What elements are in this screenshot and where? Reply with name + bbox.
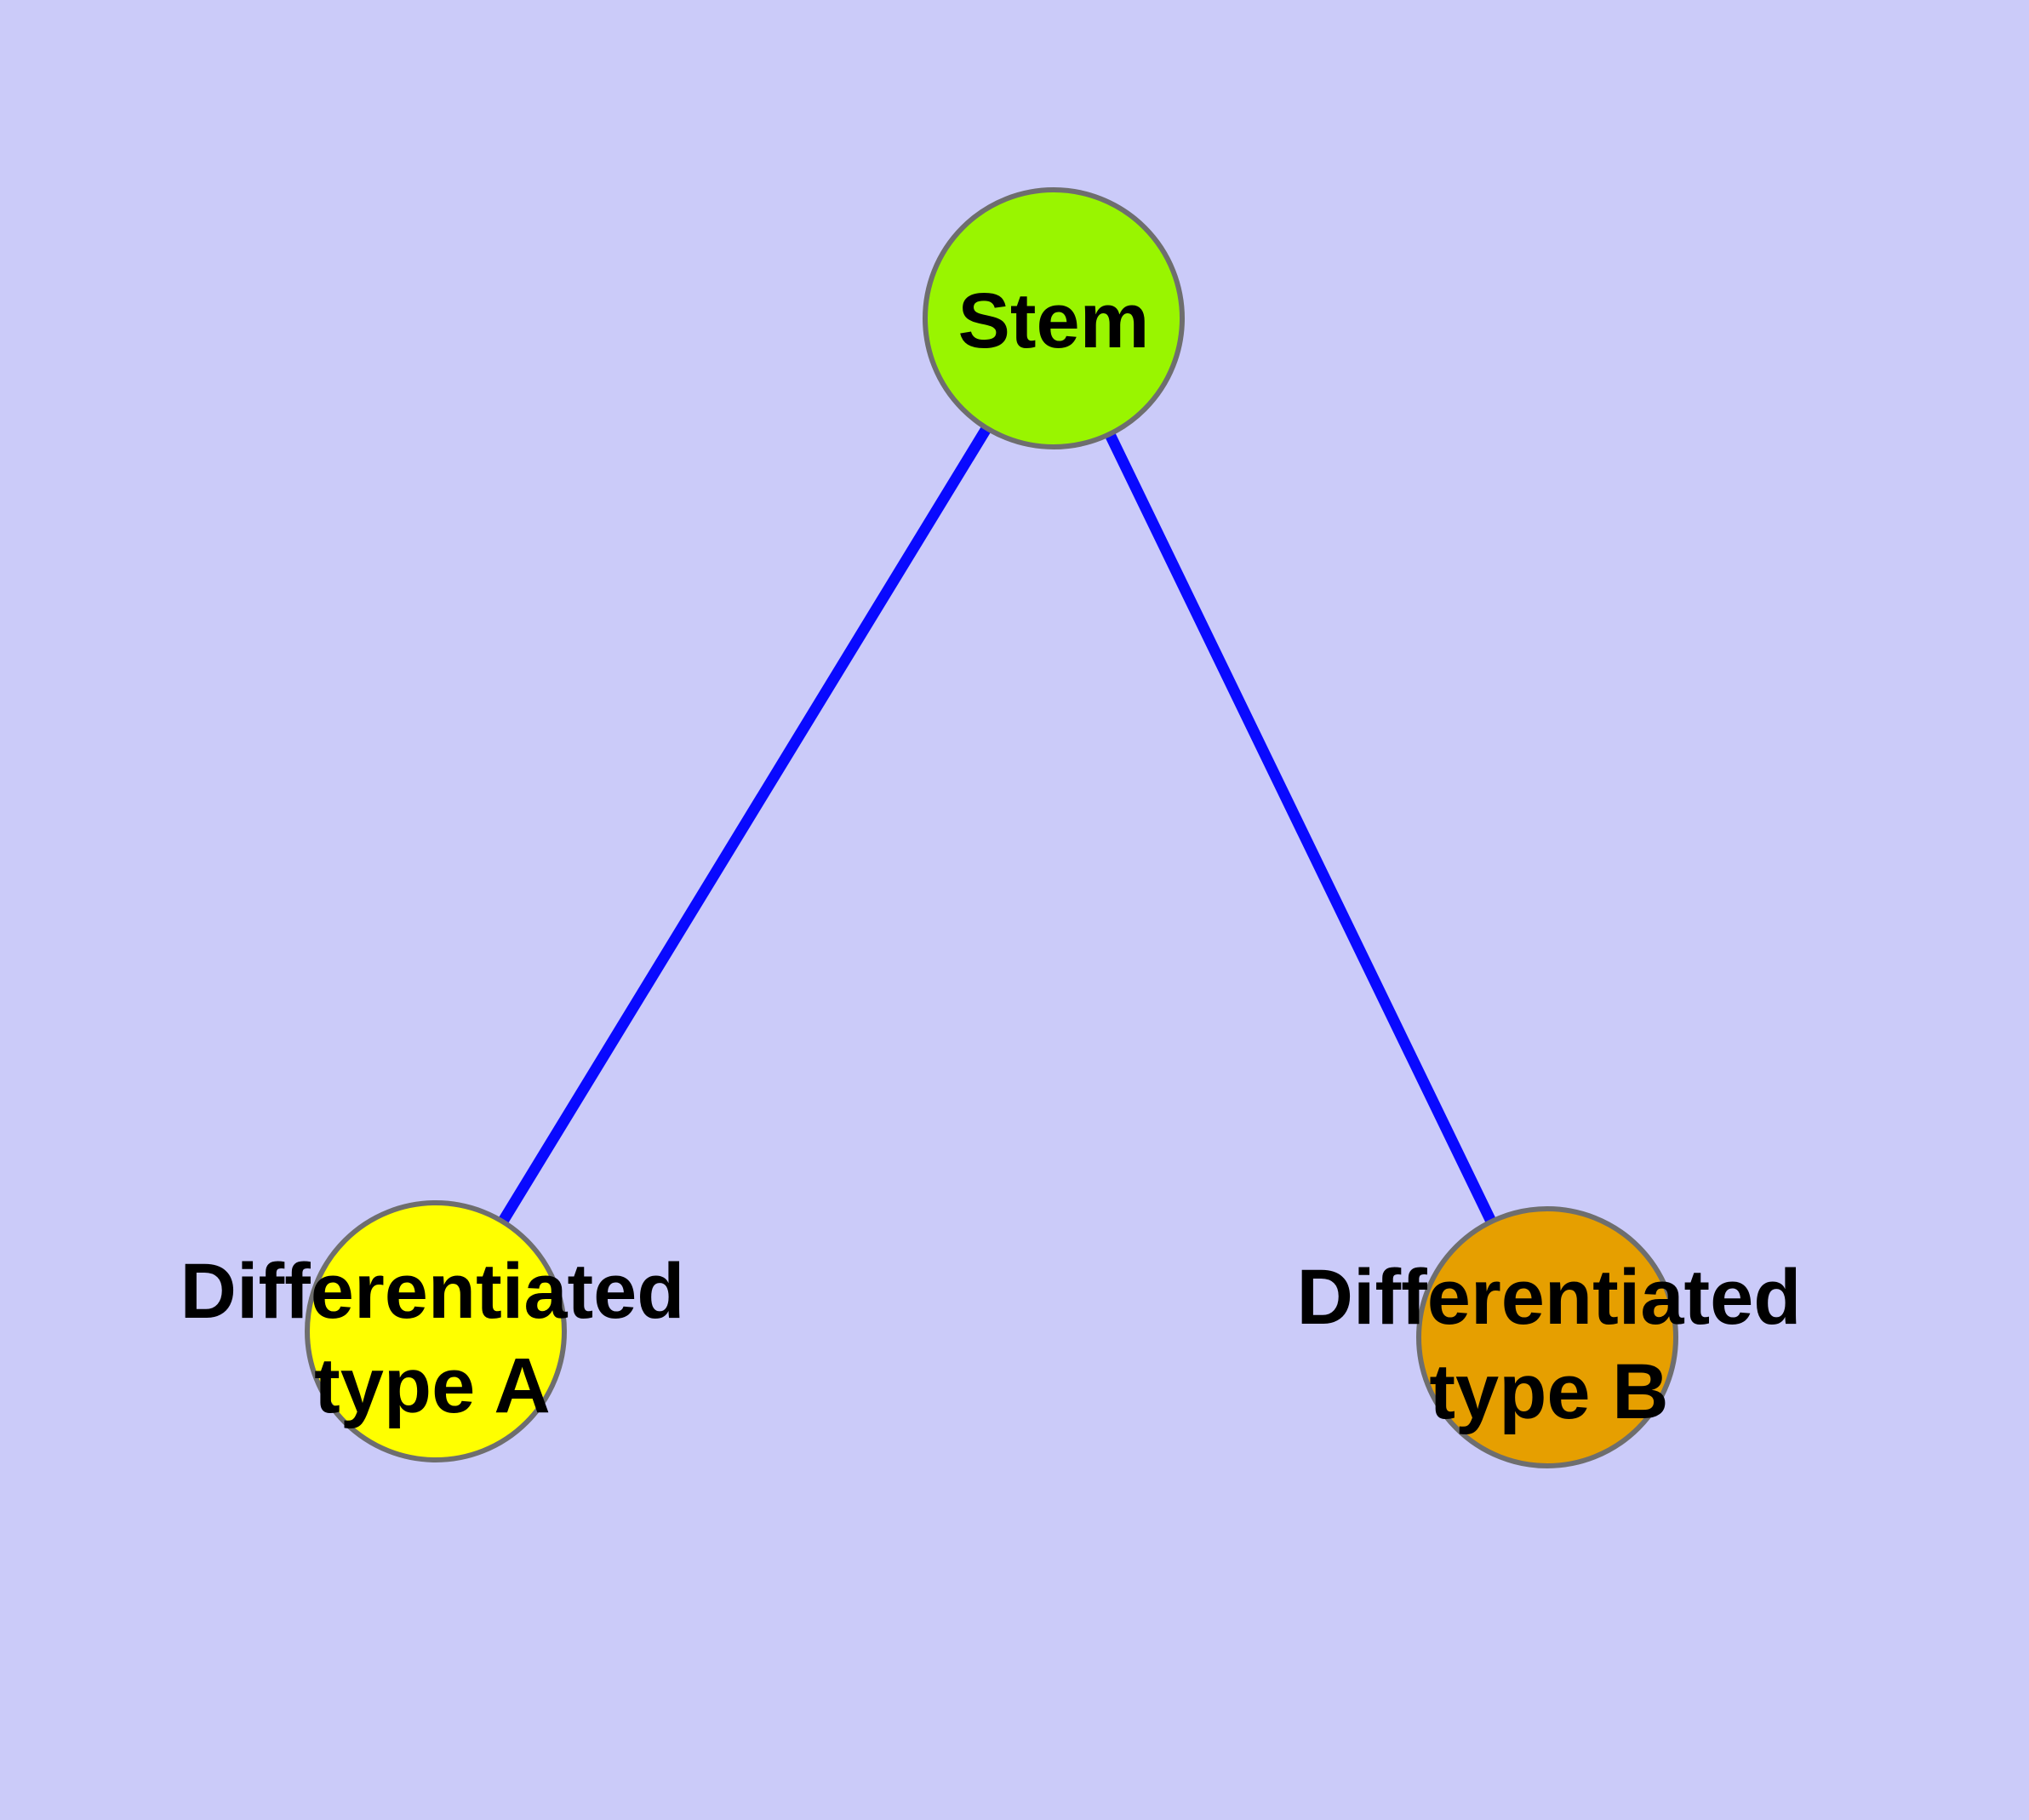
node-type-a-circle [305,1200,567,1462]
node-type-a-label-line1: Differentiated [180,1248,685,1335]
node-type-b-label-line1: Differentiated [1297,1254,1802,1341]
node-type-b-circle [1416,1206,1678,1468]
node-stem-label: Stem [958,278,1150,364]
node-type-a-label-line2: type A [314,1342,551,1429]
edge-stem-to-type-a [431,315,1059,1335]
label-layer: Stem Differentiated type A Differentiate… [180,278,1802,1435]
node-stem-circle [923,187,1185,449]
edge-layer [431,315,1552,1340]
node-type-b-label-line2: type B [1429,1348,1668,1435]
edge-stem-to-type-b [1049,316,1552,1340]
node-layer [305,187,1678,1468]
